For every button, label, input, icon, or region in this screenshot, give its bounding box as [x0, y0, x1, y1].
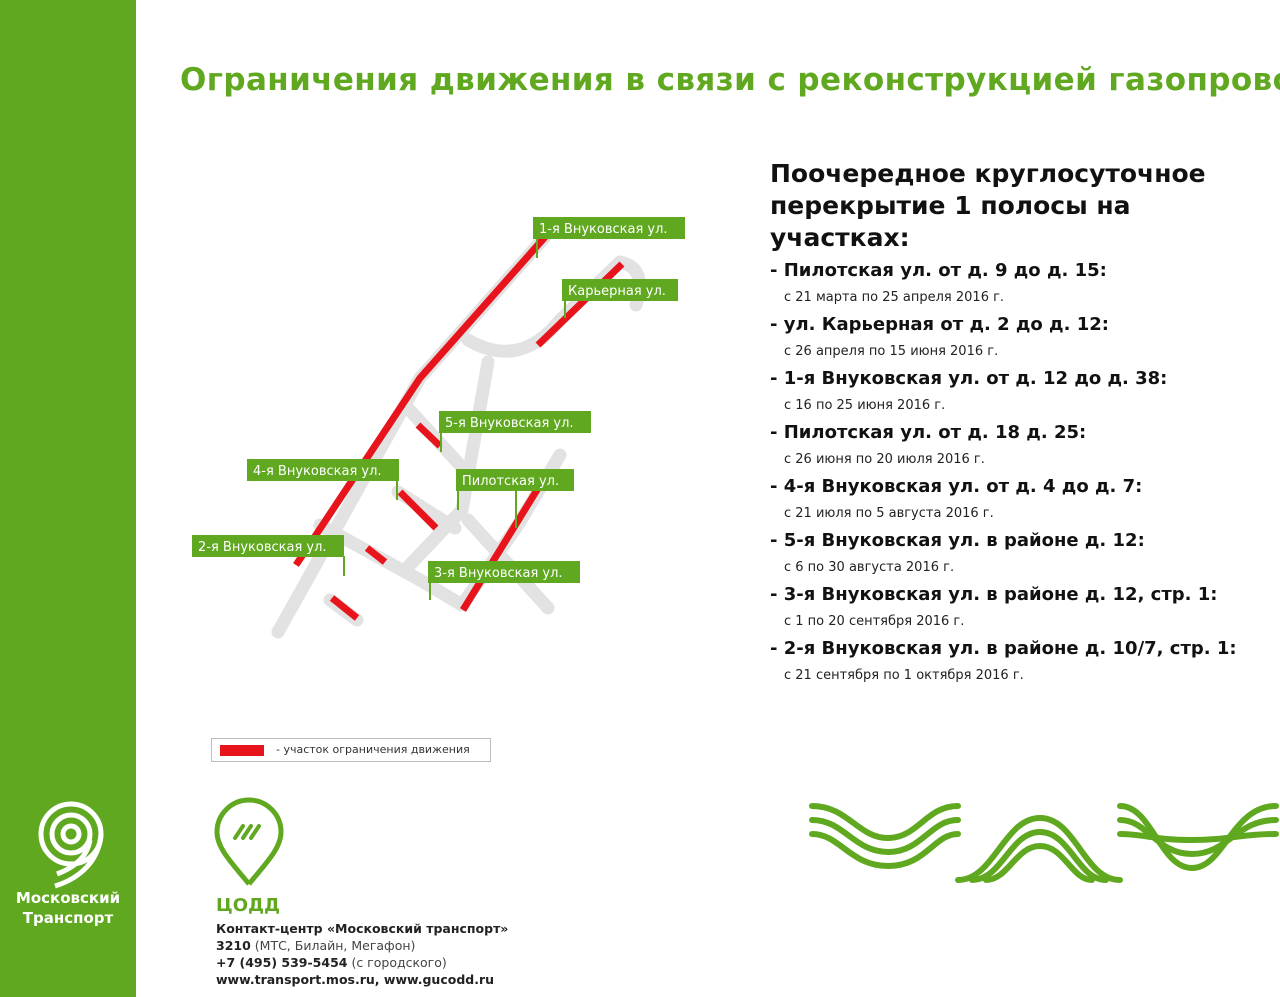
- label-pilotskaya: Пилотская ул.: [462, 474, 559, 489]
- closure-street: - 5-я Внуковская ул. в районе д. 12:: [770, 530, 1145, 551]
- list-item: - 4-я Внуковская ул. от д. 4 до д. 7: с …: [770, 474, 1270, 528]
- list-item: - 3-я Внуковская ул. в районе д. 12, стр…: [770, 582, 1270, 636]
- closures-heading-line-1: Поочередное круглосуточное: [770, 159, 1206, 188]
- closure-period: с 21 июля по 5 августа 2016 г.: [784, 506, 994, 521]
- codd-logo-icon: [214, 797, 284, 886]
- restriction-2nd-vnukovskaya: [364, 545, 388, 565]
- restriction-karernaya: [535, 261, 625, 348]
- phone-note: (с городского): [351, 955, 447, 970]
- decorative-wave-pattern-icon: [809, 803, 1279, 883]
- closure-street: - ул. Карьерная от д. 2 до д. 12:: [770, 314, 1109, 335]
- label-leaders: [343, 238, 566, 600]
- closures-heading-line-2: перекрытие 1 полосы на участках:: [770, 191, 1131, 252]
- label-3rd-vnukovskaya: 3-я Внуковская ул.: [434, 566, 563, 581]
- short-number-note: (МТС, Билайн, Мегафон): [254, 938, 416, 953]
- closures-panel: Поочередное круглосуточное перекрытие 1 …: [770, 158, 1270, 690]
- closure-street: - Пилотская ул. от д. 9 до д. 15:: [770, 260, 1107, 281]
- label-5th-vnukovskaya: 5-я Внуковская ул.: [445, 416, 574, 431]
- brand-line-1: Московский: [15, 889, 121, 907]
- road-2nd-vnukovskaya: [313, 518, 469, 612]
- list-item: - 5-я Внуковская ул. в районе д. 12: с 6…: [770, 528, 1270, 582]
- closure-street: - 3-я Внуковская ул. в районе д. 12, стр…: [770, 584, 1218, 605]
- closure-period: с 21 сентября по 1 октября 2016 г.: [784, 668, 1024, 683]
- restriction-5th-vnukovskaya: [415, 422, 443, 449]
- brand-line-2: Транспорт: [22, 909, 114, 927]
- closure-period: с 26 июня по 20 июля 2016 г.: [784, 452, 985, 467]
- websites: www.transport.mos.ru, www.gucodd.ru: [216, 972, 495, 987]
- list-item: - Пилотская ул. от д. 9 до д. 15: с 21 м…: [770, 258, 1270, 312]
- label-2nd-vnukovskaya: 2-я Внуковская ул.: [198, 540, 327, 555]
- list-item: - ул. Карьерная от д. 2 до д. 12: с 26 а…: [770, 312, 1270, 366]
- restriction-4th-vnukovskaya: [397, 489, 439, 531]
- list-item: - 1-я Внуковская ул. от д. 12 до д. 38: …: [770, 366, 1270, 420]
- closure-street: - 1-я Внуковская ул. от д. 12 до д. 38:: [770, 368, 1168, 389]
- closure-street: - 4-я Внуковская ул. от д. 4 до д. 7:: [770, 476, 1143, 497]
- restriction-pilotskaya: [460, 470, 551, 612]
- closures-heading: Поочередное круглосуточное перекрытие 1 …: [770, 158, 1270, 254]
- street-map: 1-я Внуковская ул. Карьерная ул. 5-я Вну…: [192, 217, 685, 639]
- list-item: - 2-я Внуковская ул. в районе д. 10/7, с…: [770, 636, 1270, 690]
- phone-number: +7 (495) 539-5454: [216, 955, 348, 970]
- label-1st-vnukovskaya: 1-я Внуковская ул.: [539, 222, 668, 237]
- closure-street: - 2-я Внуковская ул. в районе д. 10/7, с…: [770, 638, 1237, 659]
- codd-title: ЦОДД: [216, 895, 281, 916]
- label-4th-vnukovskaya: 4-я Внуковская ул.: [253, 464, 382, 479]
- closure-period: с 6 по 30 августа 2016 г.: [784, 560, 955, 575]
- closure-street: - Пилотская ул. от д. 18 д. 25:: [770, 422, 1087, 443]
- contacts: Контакт-центр «Московский транспорт» 321…: [216, 920, 508, 988]
- restrictions: [293, 234, 625, 621]
- legend-text: - участок ограничения движения: [276, 743, 470, 756]
- sidebar: Московский Транспорт: [0, 0, 136, 997]
- legend-restriction-swatch: [220, 745, 264, 756]
- list-item: - Пилотская ул. от д. 18 д. 25: с 26 июн…: [770, 420, 1270, 474]
- restriction-1st-vnukovskaya: [293, 234, 548, 567]
- closure-period: с 1 по 20 сентября 2016 г.: [784, 614, 965, 629]
- short-number: 3210: [216, 938, 251, 953]
- label-karernaya: Карьерная ул.: [568, 284, 666, 299]
- restriction-stub: [329, 595, 360, 621]
- brand-name: Московский Транспорт: [0, 888, 136, 928]
- closure-period: с 16 по 25 июня 2016 г.: [784, 398, 946, 413]
- map-legend: - участок ограничения движения: [211, 738, 491, 762]
- moscow-transport-logo-icon: [38, 801, 104, 889]
- street-labels: 1-я Внуковская ул. Карьерная ул. 5-я Вну…: [192, 217, 685, 583]
- contact-center: Контакт-центр «Московский транспорт»: [216, 921, 509, 936]
- page-title: Ограничения движения в связи с реконстру…: [180, 62, 1280, 98]
- closure-period: с 21 марта по 25 апреля 2016 г.: [784, 290, 1005, 305]
- closure-period: с 26 апреля по 15 июня 2016 г.: [784, 344, 999, 359]
